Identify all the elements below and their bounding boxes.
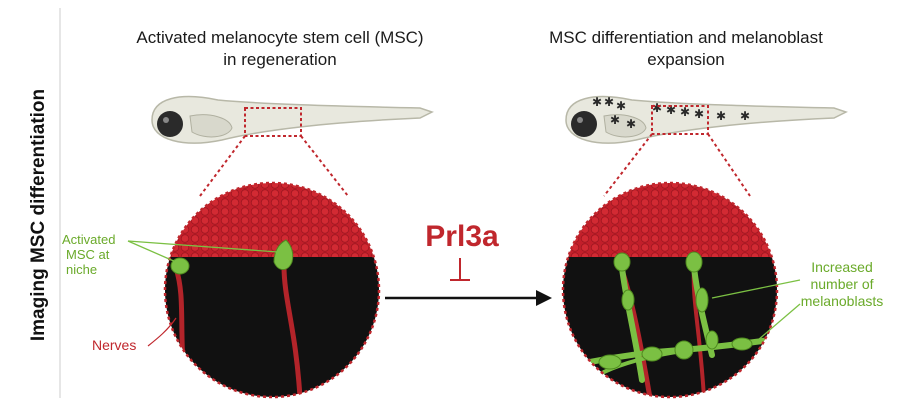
left-magnified-view — [165, 183, 379, 397]
right-panel: MSC differentiation and melanoblast expa… — [549, 28, 884, 399]
svg-text:✱: ✱ — [616, 99, 626, 113]
svg-text:✱: ✱ — [694, 107, 704, 121]
melanoblast-cells — [598, 251, 753, 370]
center-inhibition: Prl3a — [385, 220, 552, 306]
left-msc-2 — [273, 239, 294, 270]
label-melanoblasts-line1: Increased — [811, 259, 872, 275]
right-zoom-line-left — [603, 133, 653, 197]
label-melanoblasts-pointer-2 — [757, 303, 801, 341]
svg-text:✱: ✱ — [716, 109, 726, 123]
left-zoom-line-left — [199, 135, 246, 197]
svg-text:✱: ✱ — [652, 101, 662, 115]
label-msc-pointer-2 — [127, 240, 279, 253]
left-zoom-line-right — [300, 135, 349, 197]
right-title-line1: MSC differentiation and melanoblast — [549, 28, 823, 47]
svg-text:✱: ✱ — [626, 117, 636, 131]
right-zoom-box — [651, 105, 709, 135]
left-panel: Activated melanocyte stem cell (MSC) in … — [62, 28, 434, 399]
right-larva-eye — [571, 111, 597, 137]
label-melanoblasts-line3: melanoblasts — [801, 293, 884, 309]
right-title-line2: expansion — [647, 50, 725, 69]
right-zoom-line-right — [707, 133, 751, 197]
svg-text:✱: ✱ — [666, 103, 676, 117]
left-title-line1: Activated melanocyte stem cell (MSC) — [136, 28, 423, 47]
left-title-line2: in regeneration — [223, 50, 336, 69]
melanocyte-marks: ✱ ✱ ✱ ✱ ✱ ✱ ✱ ✱ ✱ ✱ ✱ — [592, 95, 750, 131]
label-msc-pointer-1 — [127, 240, 177, 263]
left-circle-border — [163, 181, 381, 399]
right-larva: ✱ ✱ ✱ ✱ ✱ ✱ ✱ ✱ ✱ ✱ ✱ — [565, 95, 848, 144]
svg-text:✱: ✱ — [680, 105, 690, 119]
left-larva-eye — [157, 111, 183, 137]
label-msc-line2: MSC at — [66, 247, 110, 262]
side-label: Imaging MSC differentiation — [28, 89, 49, 341]
left-nerve-2 — [281, 265, 303, 397]
gene-label: Prl3a — [425, 220, 499, 253]
label-melanoblasts-pointer-1 — [711, 279, 801, 299]
label-msc-line3: niche — [66, 262, 97, 277]
right-circle-border — [561, 181, 779, 399]
svg-text:✱: ✱ — [604, 95, 614, 109]
left-zoom-box — [244, 107, 302, 137]
process-arrow-head — [536, 290, 552, 306]
svg-text:✱: ✱ — [592, 95, 602, 109]
label-msc-line1: Activated — [62, 232, 115, 247]
svg-text:✱: ✱ — [610, 113, 620, 127]
label-nerves: Nerves — [92, 337, 136, 353]
left-larva — [151, 95, 434, 144]
label-melanoblasts-line2: number of — [810, 276, 873, 292]
label-nerves-pointer — [147, 317, 177, 347]
svg-text:✱: ✱ — [740, 109, 750, 123]
